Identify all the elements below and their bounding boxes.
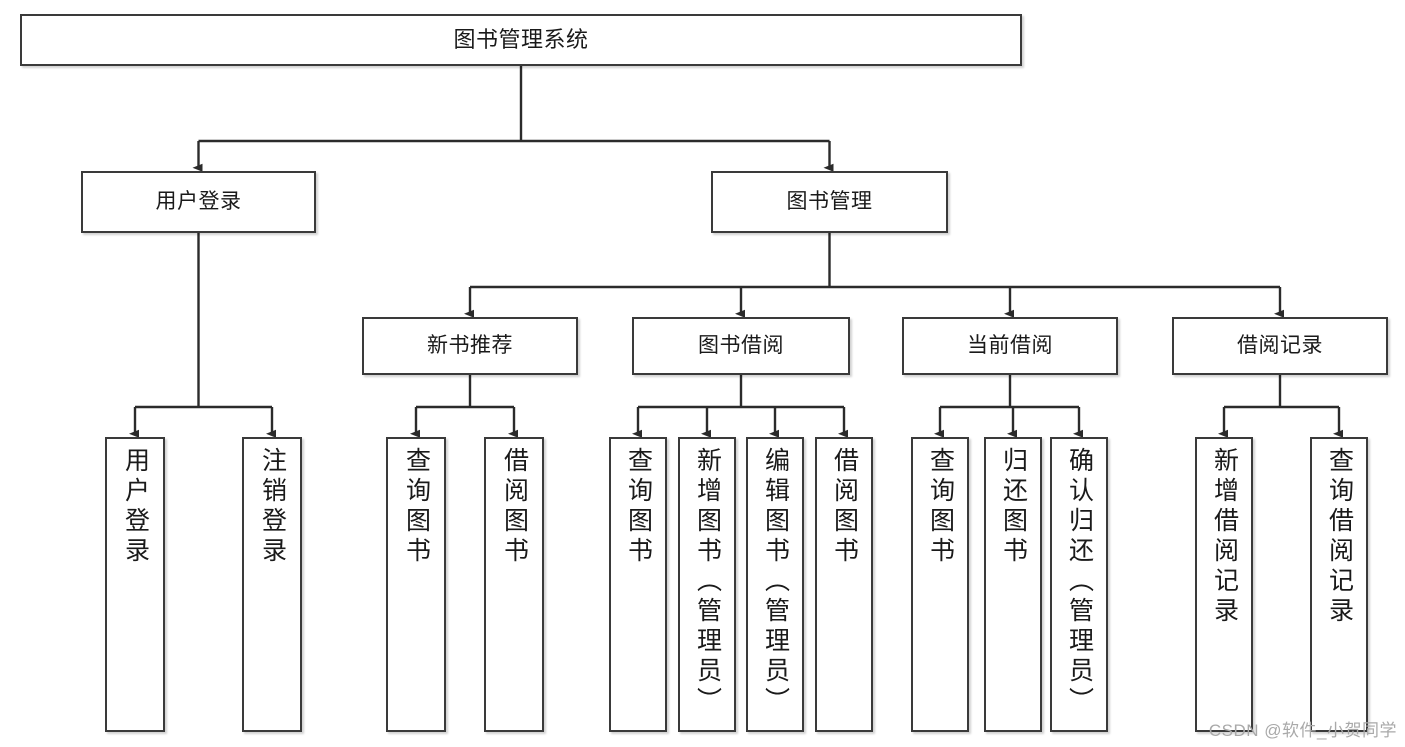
node-l-bo-lend[interactable]: 借阅图书 [815,437,873,732]
node-label: 新增图书（管理员） [693,447,722,717]
node-l-logout[interactable]: 注销登录 [242,437,302,732]
node-l-cu-query[interactable]: 查询图书 [911,437,969,732]
node-l-bo-query[interactable]: 查询图书 [609,437,667,732]
node-label: 注销登录 [258,447,287,567]
node-label: 确认归还（管理员） [1065,447,1094,717]
node-label: 用户登录 [121,447,150,567]
node-label: 借阅图书 [500,447,529,567]
node-l-login[interactable]: 用户登录 [105,437,165,732]
node-label: 查询借阅记录 [1325,447,1354,627]
node-root[interactable]: 图书管理系统 [20,14,1022,66]
node-label: 图书管理系统 [453,26,589,52]
node-label: 借阅记录 [1237,334,1323,358]
node-l-cu-confirm[interactable]: 确认归还（管理员） [1050,437,1108,732]
node-newbook[interactable]: 新书推荐 [362,317,578,375]
node-l-cu-return[interactable]: 归还图书 [984,437,1042,732]
node-l-bo-edit[interactable]: 编辑图书（管理员） [746,437,804,732]
node-borrow[interactable]: 图书借阅 [632,317,850,375]
node-label: 查询图书 [624,447,653,567]
node-label: 图书借阅 [698,334,784,358]
node-label: 新书推荐 [427,334,513,358]
node-label: 新增借阅记录 [1210,447,1239,627]
node-l-re-query[interactable]: 查询借阅记录 [1310,437,1368,732]
node-records[interactable]: 借阅记录 [1172,317,1388,375]
node-bookmgmt[interactable]: 图书管理 [711,171,948,233]
node-login[interactable]: 用户登录 [81,171,316,233]
node-label: 编辑图书（管理员） [761,447,790,717]
node-l-nb-query[interactable]: 查询图书 [386,437,446,732]
node-label: 图书管理 [786,190,873,214]
watermark-text: CSDN @软件_小贺同学 [1208,721,1397,740]
node-label: 查询图书 [402,447,431,567]
node-label: 借阅图书 [830,447,859,567]
node-l-re-add[interactable]: 新增借阅记录 [1195,437,1253,732]
node-label: 查询图书 [926,447,955,567]
node-current[interactable]: 当前借阅 [902,317,1118,375]
node-label: 当前借阅 [967,334,1053,358]
node-label: 用户登录 [155,190,242,214]
node-label: 归还图书 [999,447,1028,567]
node-l-bo-add[interactable]: 新增图书（管理员） [678,437,736,732]
node-l-nb-borrow[interactable]: 借阅图书 [484,437,544,732]
